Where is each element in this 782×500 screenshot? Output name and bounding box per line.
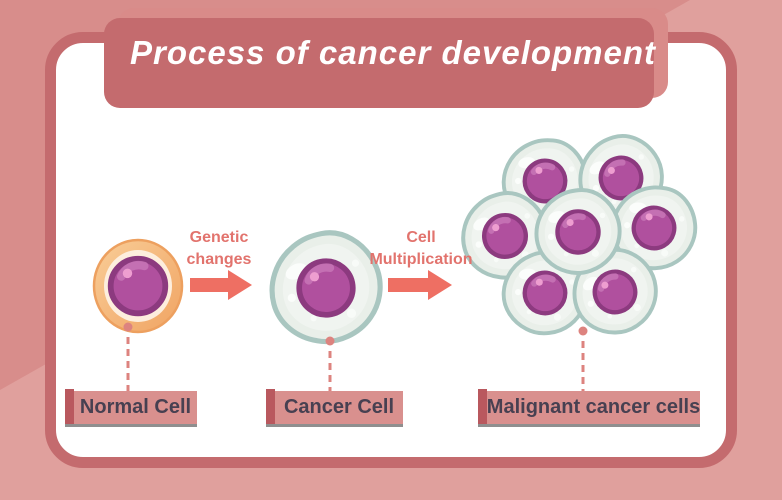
connector-lines xyxy=(123,322,588,391)
arrow-right-icon xyxy=(388,270,452,300)
stage-label-normal-cell: Normal Cell xyxy=(65,389,197,424)
stage-label-text: Cancer Cell xyxy=(283,396,395,418)
arrow-right-icon xyxy=(190,270,252,300)
transition-text-line: Cell xyxy=(406,229,436,246)
transition-text-line: Multiplication xyxy=(369,251,473,268)
transition-label-genetic-changes: Genetic changes xyxy=(159,227,279,271)
page-title: Process of cancer development xyxy=(129,34,657,71)
stage-label-cancer-cell: Cancer Cell xyxy=(266,389,403,424)
transition-text-line: changes xyxy=(186,251,252,268)
stage-label-text: Malignant cancer cells xyxy=(486,396,701,418)
transition-text-line: Genetic xyxy=(189,229,249,246)
stage-label-text: Normal Cell xyxy=(79,396,192,418)
normal-cell-illustration xyxy=(92,238,184,334)
title-banner: Process of cancer development xyxy=(104,8,668,108)
transition-label-cell-multiplication: Cell Multiplication xyxy=(351,227,491,271)
stage-label-malignant-cancer-cells: Malignant cancer cells xyxy=(478,389,701,424)
malignant-cells-illustration xyxy=(457,129,704,342)
